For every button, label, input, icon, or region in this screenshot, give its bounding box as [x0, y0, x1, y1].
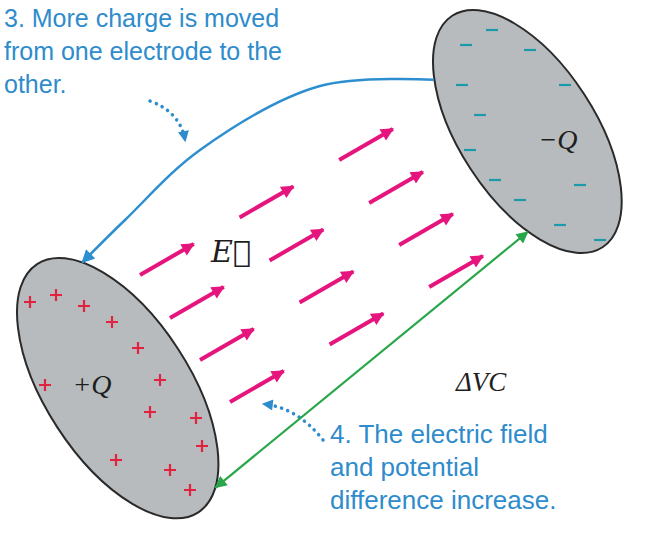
charge-label: +Q: [72, 369, 111, 401]
field-arrows: [140, 129, 483, 402]
charge-transfer-arrow: [82, 79, 434, 262]
electrode-shape: [0, 225, 259, 537]
field-arrow: [230, 371, 284, 402]
minus-sign: [489, 179, 501, 181]
minus-sign: [456, 84, 468, 86]
minus-sign: [524, 49, 536, 51]
electrode-shape: [395, 0, 645, 285]
field-arrow: [330, 314, 384, 345]
minus-sign: [559, 84, 571, 86]
potential-difference-arrow: [216, 232, 528, 488]
minus-sign: [594, 239, 606, 241]
minus-sign: [486, 29, 498, 31]
electrode-outline: [433, 10, 622, 253]
electrode-outline: [17, 258, 218, 518]
minus-sign: [554, 224, 566, 226]
field-arrow: [240, 187, 294, 218]
field-arrow: [300, 272, 354, 303]
field-arrow: [200, 329, 254, 360]
callout-text: 4. The electric field and potential diff…: [330, 418, 588, 517]
minus-sign: [474, 114, 486, 116]
minus-sign: [574, 184, 586, 186]
field-arrow: [140, 244, 194, 275]
field-arrow: [339, 129, 393, 160]
field-arrow: [429, 256, 483, 287]
field-arrow: [270, 230, 324, 261]
field-arrow: [170, 287, 224, 318]
field-arrow: [399, 214, 453, 245]
edge-label: ΔVC: [456, 366, 506, 398]
field-symbol: E⃗: [211, 232, 251, 273]
electrode: −Q: [433, 10, 622, 253]
leader-line: [264, 404, 323, 440]
leader-line: [150, 101, 185, 140]
field-arrow: [369, 172, 423, 203]
minus-sign: [464, 149, 476, 151]
callout-text: 3. More charge is moved from one electro…: [4, 2, 304, 101]
minus-sign: [460, 44, 472, 46]
charge-label: −Q: [538, 124, 577, 156]
minus-sign: [514, 199, 526, 201]
electrode: +Q: [17, 258, 218, 518]
